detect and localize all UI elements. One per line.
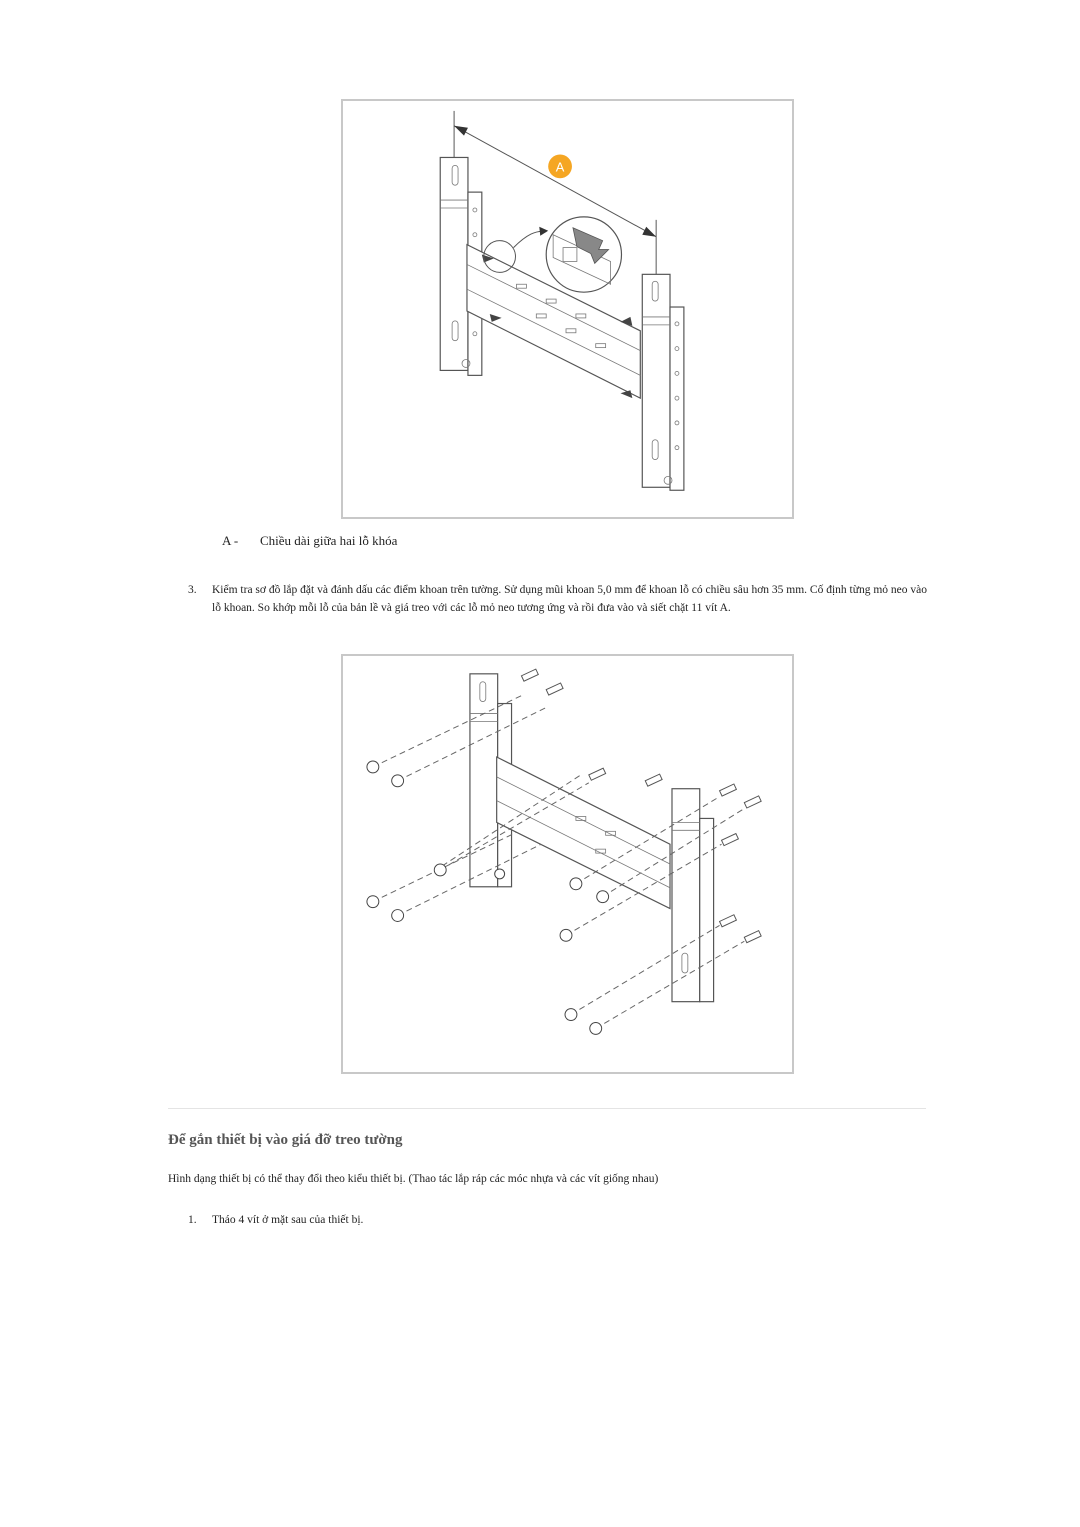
section-title: Để gắn thiết bị vào giá đỡ treo tường bbox=[168, 1132, 403, 1148]
step-number: 1. bbox=[188, 1214, 197, 1226]
step-text: Tháo 4 vít ở mặt sau của thiết bị. bbox=[212, 1214, 364, 1226]
marker-a-label: A bbox=[556, 159, 565, 174]
section-divider bbox=[168, 1108, 926, 1109]
legend-key: A - bbox=[222, 533, 239, 548]
bracket-dimension-illustration: A bbox=[439, 110, 685, 491]
figure-legend: A - Chiều dài giữa hai lỗ khóa bbox=[222, 533, 397, 549]
bracket-dimension-figure: A bbox=[341, 99, 794, 519]
step-number: 3. bbox=[188, 584, 197, 596]
legend-text: Chiều dài giữa hai lỗ khóa bbox=[260, 533, 398, 548]
step-1: 1. Tháo 4 vít ở mặt sau của thiết bị. bbox=[188, 1212, 888, 1230]
step-3: 3. Kiểm tra sơ đồ lắp đặt và đánh dấu cá… bbox=[188, 582, 928, 617]
screw-mounting-figure bbox=[341, 654, 794, 1074]
step-text: Kiểm tra sơ đồ lắp đặt và đánh dấu các đ… bbox=[212, 584, 927, 614]
screw-mounting-illustration bbox=[366, 668, 762, 1035]
section-intro: Hình dạng thiết bị có thể thay đổi theo … bbox=[168, 1173, 659, 1185]
marker-a-badge bbox=[548, 154, 572, 179]
